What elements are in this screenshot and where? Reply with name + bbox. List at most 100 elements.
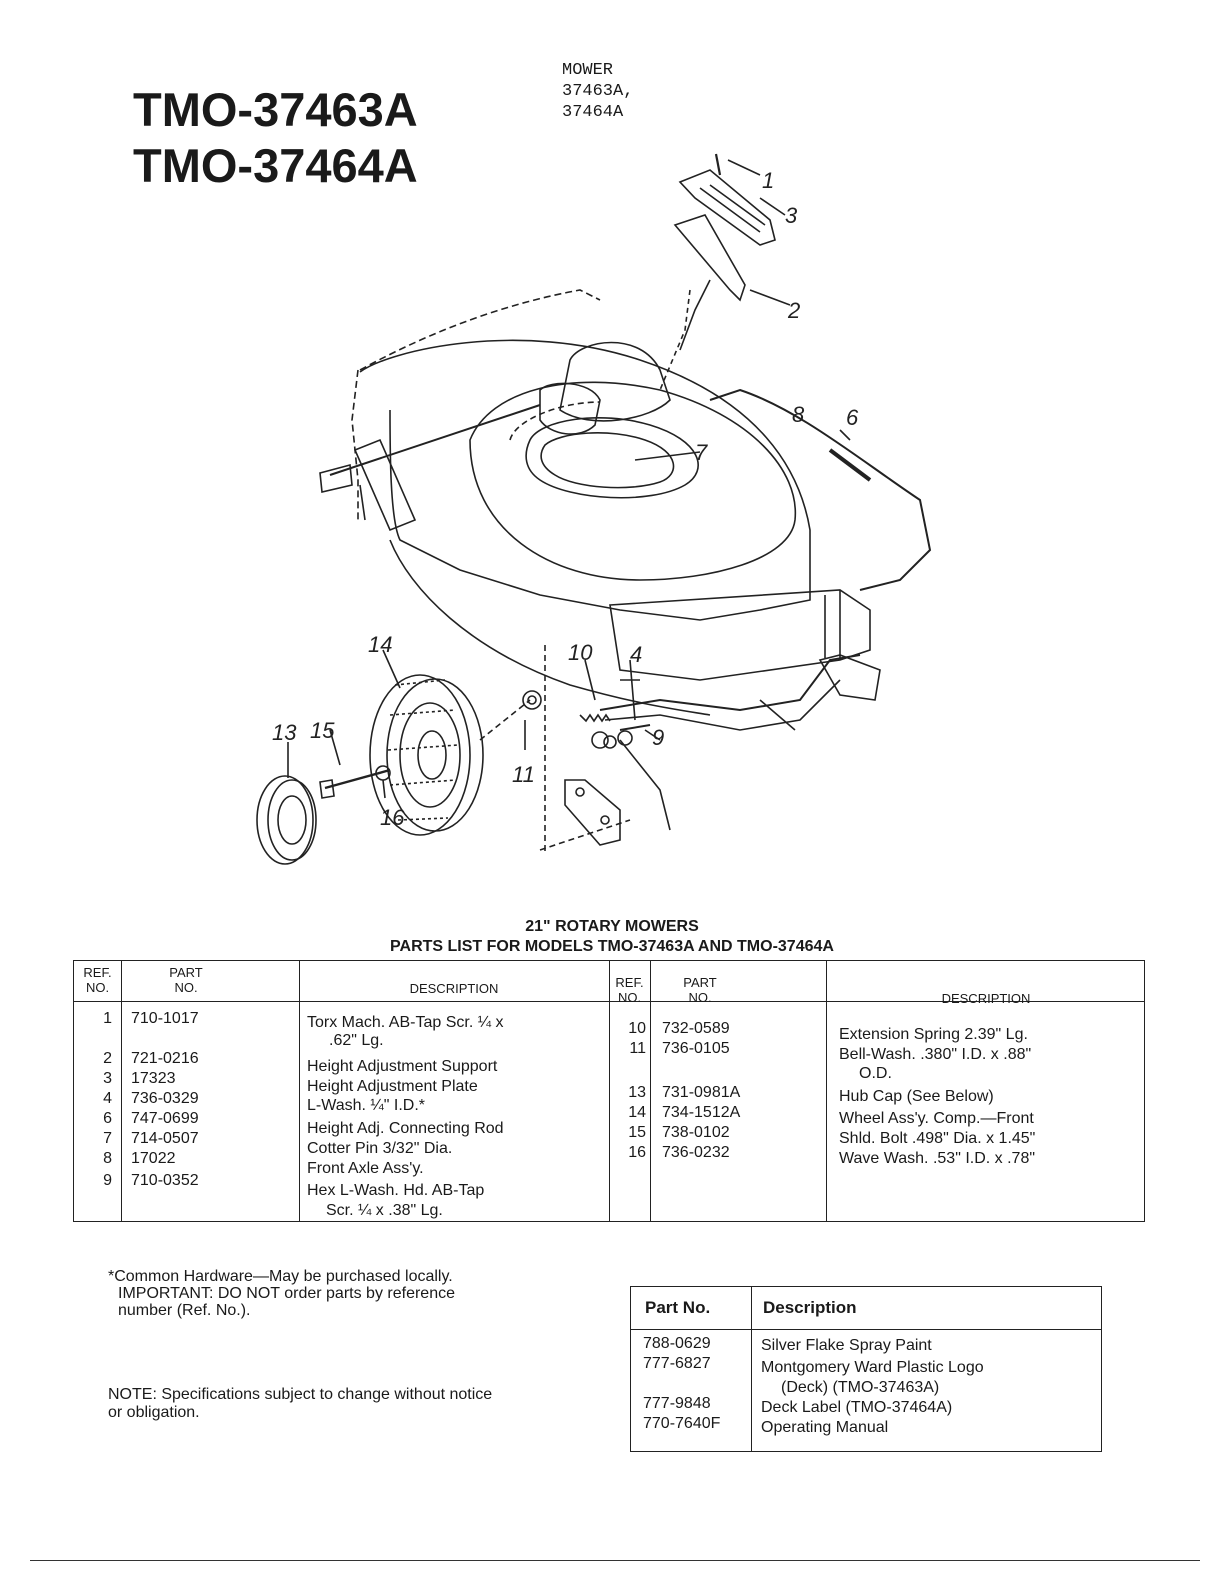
important-line: IMPORTANT: DO NOT order parts by referen… (118, 1285, 455, 1302)
callout-10: 10 (568, 640, 593, 665)
col-ref-header-line-1: REF. (83, 965, 112, 980)
misc-desc-logo-line-1: Montgomery Ward Plastic Logo (761, 1359, 984, 1376)
specifications-note: NOTE: Specifications subject to change w… (108, 1386, 492, 1422)
misc-part-770-7640F: 770-7640F (643, 1415, 721, 1432)
desc-6: Height Adj. Connecting Rod (307, 1120, 504, 1137)
desc-1-line-2: .62" Lg. (329, 1032, 384, 1049)
ref-9: 9 (103, 1172, 112, 1189)
desc-16: Wave Wash. .53" I.D. x .78" (839, 1150, 1036, 1167)
desc-10: Extension Spring 2.39" Lg. (839, 1026, 1028, 1043)
ref-11: 11 (629, 1040, 646, 1057)
callout-8: 8 (792, 402, 805, 427)
ref-4: 4 (103, 1090, 112, 1107)
callout-2: 2 (787, 298, 800, 323)
misc-part-777-9848: 777-9848 (643, 1395, 711, 1412)
part-734-1512A: 734-1512A (662, 1104, 741, 1121)
part-710-1017: 710-1017 (131, 1010, 199, 1027)
part-17022: 17022 (131, 1150, 176, 1167)
ref-7: 7 (103, 1130, 112, 1147)
ref-6: 6 (103, 1110, 112, 1127)
mower-label-line-2: 37463A, (562, 82, 634, 101)
connecting-rod (709, 388, 932, 591)
ref-10: 10 (628, 1020, 646, 1037)
height-adjust-plate (678, 169, 776, 246)
ref-3: 3 (103, 1070, 112, 1087)
misc-parts-table: Part No. Description 788-0629 Silver Fla… (630, 1286, 1102, 1452)
col-part-header-right: PART NO. (650, 975, 750, 1005)
mower-deck (359, 339, 811, 621)
part-710-0352: 710-0352 (131, 1172, 199, 1189)
callout-4: 4 (630, 642, 642, 667)
misc-desc-operating-manual: Operating Manual (761, 1419, 889, 1436)
misc-desc-spray-paint: Silver Flake Spray Paint (761, 1337, 932, 1354)
common-hardware-note: *Common Hardware—May be purchased locall… (108, 1268, 455, 1319)
desc-9-line-2: Scr. ¼ x .38" Lg. (326, 1202, 443, 1219)
mower-label-line-1: MOWER (562, 61, 614, 80)
col-part-header-right-line-2: NO. (688, 990, 712, 1005)
callout-13: 13 (272, 720, 297, 745)
hub-cap (256, 775, 314, 865)
desc-3: Height Adjustment Plate (307, 1078, 478, 1095)
bottom-rule (30, 1560, 1200, 1561)
callout-1: 1 (762, 168, 774, 193)
callout-11: 11 (512, 762, 535, 787)
part-732-0589: 732-0589 (662, 1020, 730, 1037)
specifications-line-2: or obligation. (108, 1404, 200, 1421)
ref-no-line: number (Ref. No.). (118, 1302, 251, 1319)
desc-11-line-2: O.D. (859, 1065, 892, 1082)
misc-desc-logo-line-2: (Deck) (TMO-37463A) (781, 1379, 940, 1396)
callout-15: 15 (310, 718, 335, 743)
col-ref-header: REF. NO. (74, 965, 121, 995)
desc-1-line-1: Torx Mach. AB-Tap Scr. ¼ x (307, 1014, 504, 1031)
bell-washer (522, 690, 542, 710)
model-number-2: TMO-37464A (133, 139, 418, 192)
col-desc-header: DESCRIPTION (409, 981, 499, 996)
mower-label-line-3: 37464A (562, 103, 624, 122)
desc-9-line-1: Hex L-Wash. Hd. AB-Tap (307, 1182, 485, 1199)
model-number-1: TMO-37463A (133, 83, 418, 136)
misc-part-777-6827: 777-6827 (643, 1355, 711, 1372)
misc-col-desc-header: Description (763, 1298, 857, 1317)
col-part-header-line-1: PART (169, 965, 203, 980)
col-desc-header-right: DESCRIPTION (941, 991, 1031, 1006)
exploded-parts-diagram: 1 2 3 4 6 7 8 9 10 11 13 14 15 16 (256, 153, 932, 865)
part-736-0232: 736-0232 (662, 1144, 730, 1161)
misc-col-part-header: Part No. (645, 1298, 711, 1317)
callout-3: 3 (785, 203, 798, 228)
desc-15: Shld. Bolt .498" Dia. x 1.45" (839, 1130, 1036, 1147)
col-part-header-line-2: NO. (174, 980, 198, 995)
misc-part-788-0629: 788-0629 (643, 1335, 711, 1352)
part-747-0699: 747-0699 (131, 1110, 199, 1127)
front-axle (599, 654, 861, 712)
part-731-0981A: 731-0981A (662, 1084, 741, 1101)
front-wheel (369, 674, 471, 836)
parts-list-heading-1: 21" ROTARY MOWERS (525, 918, 699, 935)
desc-7: Cotter Pin 3/32" Dia. (307, 1140, 453, 1157)
col-part-header: PART NO. (121, 965, 251, 995)
callout-14: 14 (368, 632, 392, 657)
callout-16: 16 (380, 805, 405, 830)
shoulder-bolt (324, 768, 391, 790)
desc-2: Height Adjustment Support (307, 1058, 498, 1075)
mower-label: MOWER 37463A, 37464A (562, 60, 633, 123)
callout-9: 9 (652, 725, 664, 750)
extension-spring (579, 713, 611, 723)
misc-desc-deck-label: Deck Label (TMO-37464A) (761, 1399, 953, 1416)
ref-16: 16 (628, 1144, 646, 1161)
col-ref-header-right-line-1: REF. (615, 975, 644, 990)
specifications-line-1: NOTE: Specifications subject to change w… (108, 1386, 493, 1403)
col-ref-header-right: REF. NO. (609, 975, 650, 1005)
ref-2: 2 (103, 1050, 112, 1067)
model-title: TMO-37463A TMO-37464A (133, 82, 418, 194)
parts-list-heading-2: PARTS LIST FOR MODELS TMO-37463A AND TMO… (390, 938, 834, 955)
desc-4: L-Wash. ¼" I.D.* (307, 1097, 426, 1114)
ref-15: 15 (628, 1124, 646, 1141)
part-714-0507: 714-0507 (131, 1130, 199, 1147)
desc-11-line-1: Bell-Wash. .380" I.D. x .88" (839, 1046, 1032, 1063)
ref-13: 13 (628, 1084, 646, 1101)
callout-6: 6 (846, 405, 859, 430)
part-736-0329: 736-0329 (131, 1090, 199, 1107)
desc-8: Front Axle Ass'y. (307, 1160, 424, 1177)
col-ref-header-line-2: NO. (85, 980, 110, 995)
parts-list-table: REF. NO. PART NO. DESCRIPTION REF. NO. P… (73, 960, 1145, 1222)
